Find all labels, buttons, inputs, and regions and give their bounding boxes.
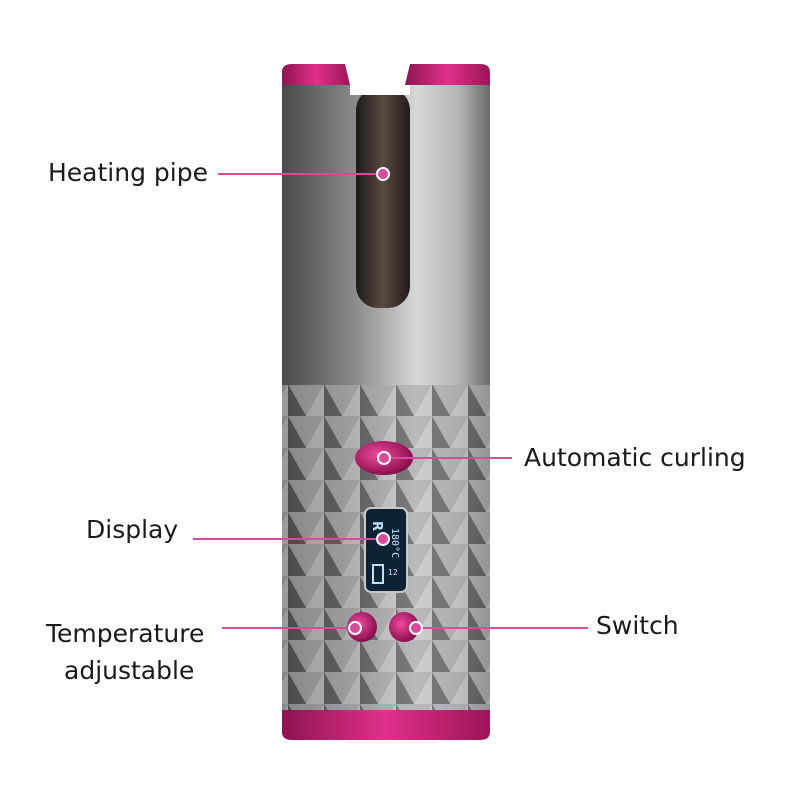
label-temperature-line2: adjustable	[64, 656, 195, 685]
bottom-cap	[282, 710, 490, 740]
display-indicator: 12	[388, 568, 398, 577]
svg-text:R: R	[369, 521, 384, 531]
lcd-display	[364, 507, 408, 593]
heating-slot	[356, 88, 410, 308]
power-switch-button[interactable]	[389, 612, 419, 642]
label-heating-pipe: Heating pipe	[48, 158, 208, 187]
label-switch: Switch	[596, 611, 679, 640]
display-temperature-readout: 180°C	[389, 528, 400, 559]
top-cap	[282, 64, 490, 85]
label-temperature-line1: Temperature	[46, 619, 205, 648]
label-display: Display	[86, 515, 179, 544]
label-automatic-curling: Automatic curling	[524, 443, 746, 472]
